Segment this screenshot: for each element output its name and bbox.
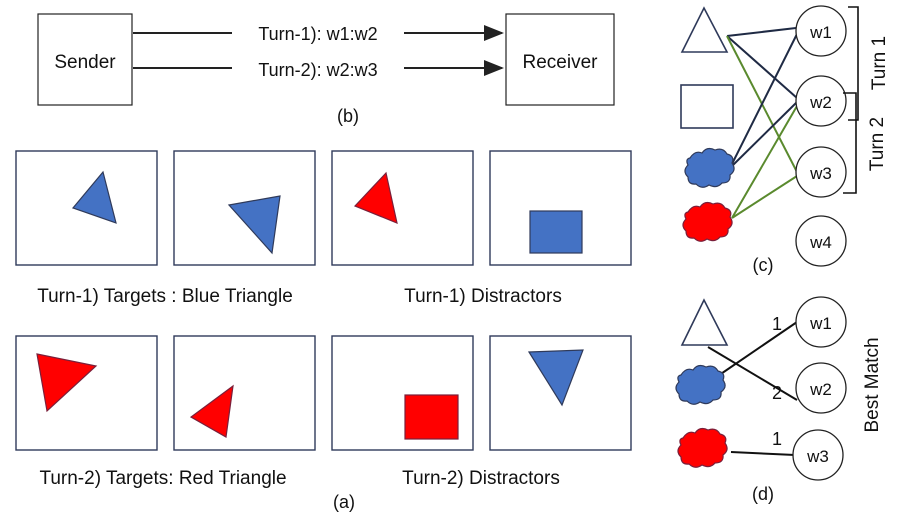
square-outline-icon <box>680 84 734 129</box>
edge-blue-cloud-w1 <box>711 321 798 381</box>
red-triangle-icon <box>353 171 398 224</box>
blue-triangle-icon <box>71 170 117 224</box>
red-cloud-icon <box>682 201 733 242</box>
sender-box <box>37 13 133 106</box>
edge-red-cloud-w2 <box>731 105 798 219</box>
word-label-w1: w1 <box>809 314 832 333</box>
turn1-brace <box>848 6 859 121</box>
blue-cloud-icon <box>684 147 735 188</box>
turn2-target-frame-1 <box>15 335 158 451</box>
blue-cloud-icon <box>675 364 726 405</box>
edge-triangle-w2 <box>726 35 798 99</box>
blue-square-icon <box>529 210 583 254</box>
panel-d-caption: (d) <box>752 484 774 504</box>
panel-a-caption: (a) <box>333 492 355 512</box>
word-node-w1 <box>795 5 847 57</box>
word-label-w3: w3 <box>809 164 832 183</box>
turn2-target-frame-2 <box>173 335 316 451</box>
panel-c-caption: (c) <box>753 255 774 275</box>
turn1-brace-label: Turn 1 <box>869 36 890 90</box>
word-node-w3 <box>795 146 847 198</box>
word-node-w3 <box>792 429 844 481</box>
panel-c: w1 w2 w3 w4 Turn 1 Turn 2 (c) <box>680 5 890 275</box>
word-label-w2: w2 <box>809 380 832 399</box>
panel-b-caption: (b) <box>337 106 359 126</box>
triangle-outline-icon <box>680 6 729 53</box>
word-label-w4: w4 <box>809 233 832 252</box>
word-node-w4 <box>795 215 847 267</box>
word-node-w2 <box>795 75 847 127</box>
turn2-brace-label: Turn 2 <box>867 117 888 171</box>
turn2-targets-label: Turn-2) Targets: Red Triangle <box>39 468 286 489</box>
red-square-icon <box>404 394 459 440</box>
edge-blue-cloud-w2 <box>729 101 798 169</box>
receiver-label: Receiver <box>523 52 599 73</box>
word-node-w1 <box>795 296 847 348</box>
best-match-title: Best Match <box>862 337 883 432</box>
word-label-w3: w3 <box>806 447 829 466</box>
turn1-distractor-frame-1 <box>331 150 474 266</box>
blue-triangle-icon <box>227 195 281 255</box>
sender-label: Sender <box>54 52 116 73</box>
word-node-w2 <box>795 362 847 414</box>
edge-label-2: 2 <box>772 383 782 403</box>
turn1-message: Turn-1): w1:w2 <box>258 24 377 44</box>
edge-triangle-w1 <box>726 27 797 37</box>
panel-b: Sender Receiver Turn-1): w1:w2 Turn-2): … <box>37 13 615 126</box>
turn2-message: Turn-2): w2:w3 <box>258 60 377 80</box>
red-cloud-icon <box>677 427 728 468</box>
panel-d: 1 2 1 w1 w2 w3 Best Match (d) <box>675 296 883 504</box>
triangle-outline-icon <box>680 298 729 346</box>
word-label-w2: w2 <box>809 93 832 112</box>
blue-triangle-icon <box>527 349 584 407</box>
word-label-w1: w1 <box>809 23 832 42</box>
edge-label-1: 1 <box>772 314 782 334</box>
turn2-distractors-label: Turn-2) Distractors <box>402 468 560 489</box>
edge-label-3: 1 <box>772 429 782 449</box>
turn1-targets-label: Turn-1) Targets : Blue Triangle <box>37 286 293 307</box>
turn2-brace <box>843 92 857 194</box>
edge-red-cloud-w3 <box>730 451 796 456</box>
edge-red-cloud-w3 <box>731 175 798 219</box>
edge-triangle-w2 <box>707 346 798 401</box>
edge-blue-cloud-w1 <box>729 31 799 169</box>
receiver-box <box>505 13 615 106</box>
panel-a: Turn-1) Targets : Blue Triangle Turn-1) … <box>15 150 632 512</box>
red-triangle-icon <box>189 384 234 438</box>
turn1-distractors-label: Turn-1) Distractors <box>404 286 562 307</box>
red-triangle-icon <box>36 353 98 413</box>
